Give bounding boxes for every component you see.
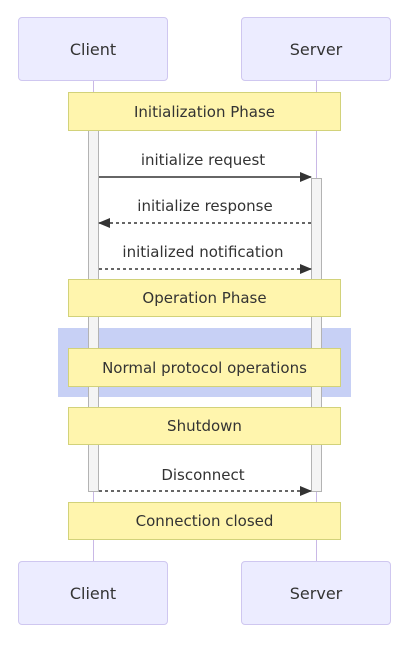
server-activation-bar <box>311 178 322 492</box>
client-actor-label: Client <box>69 39 117 59</box>
message-label-disconnect: Disconnect <box>161 466 245 484</box>
shutdown-label: Shutdown <box>167 417 242 435</box>
initialization-phase-note: Initialization Phase <box>68 92 341 131</box>
server-actor-bottom-label: Server <box>289 583 343 603</box>
client-actor-bottom: Client <box>18 561 168 625</box>
message-label-initialize-response: initialize response <box>137 197 273 215</box>
message-label-initialized-notification: initialized notification <box>122 243 284 261</box>
client-actor-top: Client <box>18 17 168 81</box>
server-actor-bottom: Server <box>241 561 391 625</box>
server-actor-label: Server <box>289 39 343 59</box>
server-actor-top: Server <box>241 17 391 81</box>
connection-closed-note: Connection closed <box>68 502 341 540</box>
initialization-phase-label: Initialization Phase <box>133 102 276 121</box>
operation-phase-label: Operation Phase <box>142 289 267 307</box>
operation-phase-note: Operation Phase <box>68 279 341 317</box>
connection-closed-label: Connection closed <box>135 512 274 530</box>
shutdown-note: Shutdown <box>68 407 341 445</box>
message-label-initialize-request: initialize request <box>140 151 266 169</box>
normal-operations-note: Normal protocol operations <box>68 348 341 387</box>
normal-operations-label: Normal protocol operations <box>102 358 307 377</box>
client-actor-bottom-label: Client <box>69 583 117 603</box>
